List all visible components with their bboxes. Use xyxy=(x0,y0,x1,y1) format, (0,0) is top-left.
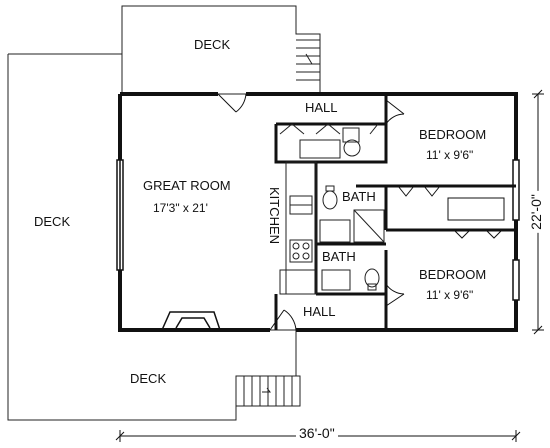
bath-fixtures-lower xyxy=(320,220,380,290)
label-great-room: GREAT ROOM xyxy=(143,178,231,193)
great-room-windows xyxy=(117,160,123,270)
bedroom-doors xyxy=(386,100,504,306)
label-hall-top: HALL xyxy=(305,100,338,115)
label-bedroom-upper: BEDROOM xyxy=(419,127,487,142)
kitchen-counters xyxy=(280,162,316,294)
dimension-width: 36'-0" xyxy=(296,426,338,440)
entry-door-bottom xyxy=(270,310,296,330)
label-bedroom-lower-size: 11' x 9'6" xyxy=(426,288,474,302)
entry-door-top xyxy=(218,94,246,112)
bath-fixtures-upper xyxy=(322,186,384,242)
label-great-room-size: 17'3" x 21' xyxy=(153,201,208,215)
label-hall-bottom: HALL xyxy=(303,304,336,319)
label-bedroom-upper-size: 11' x 9'6" xyxy=(426,148,474,162)
label-deck-top: DECK xyxy=(194,37,231,52)
label-deck-left: DECK xyxy=(34,214,71,229)
closets-hall xyxy=(280,124,378,158)
label-deck-bottom: DECK xyxy=(130,371,167,386)
fireplace xyxy=(162,312,220,330)
bedroom-windows xyxy=(513,160,519,300)
deck-stairs-bottom xyxy=(244,376,292,406)
dimension-depth: 22'-0" xyxy=(528,191,544,233)
label-bath-upper: BATH xyxy=(342,189,376,204)
label-kitchen: KITCHEN xyxy=(267,186,283,245)
label-bath-lower: BATH xyxy=(322,249,356,264)
label-bedroom-lower: BEDROOM xyxy=(419,267,487,282)
deck-stairs-top xyxy=(296,40,320,80)
